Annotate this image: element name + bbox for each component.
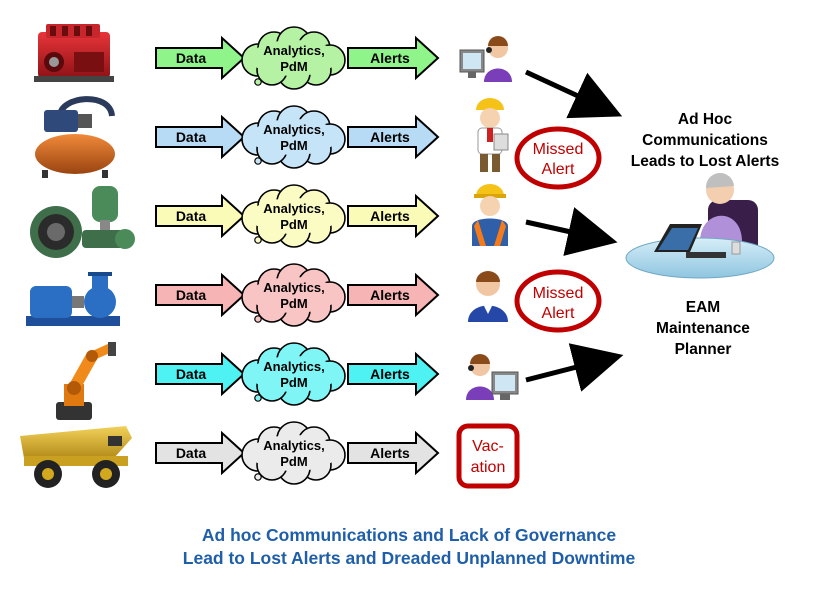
eam-caption-line1: EAM xyxy=(685,299,721,316)
cloud-label-line1: Analytics, xyxy=(263,122,324,137)
cloud-label-line2: PdM xyxy=(280,454,307,469)
eam-caption-line2: Maintenance xyxy=(656,320,750,337)
eam-caption-line3: Planner xyxy=(674,341,732,358)
alerts-arrow xyxy=(347,35,440,81)
data-arrow xyxy=(155,272,246,318)
missed-alert-line2: Alert xyxy=(542,161,575,178)
cloud-label-line1: Analytics, xyxy=(263,280,324,295)
alerts-arrow-label: Alerts xyxy=(370,50,410,66)
analytics-cloud xyxy=(241,184,346,248)
cloud-label-line2: PdM xyxy=(280,296,307,311)
alert-flow-row: Data Alerts Analytics,PdM xyxy=(155,26,440,90)
field-technician-icon xyxy=(476,98,509,172)
alert-flow-row: Data Alerts Analytics,PdM xyxy=(155,342,440,406)
alert-flow-row: Data Alerts Analytics,PdM xyxy=(155,105,440,169)
cloud-label-line2: PdM xyxy=(280,375,307,390)
mining-truck-icon xyxy=(20,426,132,488)
centrifugal-pump-icon xyxy=(26,272,120,326)
arrow-to-planner xyxy=(525,343,624,392)
vacation-line2: ation xyxy=(471,459,506,476)
call-center-agent-icon xyxy=(459,36,512,82)
analytics-cloud xyxy=(241,421,346,485)
data-arrow xyxy=(155,114,246,160)
alerts-arrow xyxy=(347,193,440,239)
analytics-cloud xyxy=(241,342,346,406)
data-arrow-label: Data xyxy=(176,445,207,461)
cloud-label-line1: Analytics, xyxy=(263,438,324,453)
data-arrow-label: Data xyxy=(176,366,207,382)
data-arrow xyxy=(155,430,246,476)
analytics-cloud xyxy=(241,105,346,169)
alerts-arrow-label: Alerts xyxy=(370,129,410,145)
ad-hoc-caption-line3: Leads to Lost Alerts xyxy=(630,153,780,170)
alerts-arrow xyxy=(347,351,440,397)
alerts-arrow-label: Alerts xyxy=(370,366,410,382)
data-arrow-label: Data xyxy=(176,287,207,303)
arrow-to-planner xyxy=(524,69,623,119)
alerts-arrow xyxy=(347,272,440,318)
data-arrow xyxy=(155,351,246,397)
call-center-agent-icon xyxy=(466,354,519,400)
footer-line2: Lead to Lost Alerts and Dreaded Unplanne… xyxy=(182,548,636,568)
vacation-badge: Vac- ation xyxy=(456,423,520,489)
missed-alert-line1: Missed xyxy=(533,141,584,158)
alert-flow-row: Data Alerts Analytics,PdM xyxy=(155,263,440,327)
data-arrow-label: Data xyxy=(176,50,207,66)
valve-icon xyxy=(30,186,135,258)
data-arrow xyxy=(155,35,246,81)
construction-worker-icon xyxy=(472,184,508,246)
analytics-cloud xyxy=(241,263,346,327)
alerts-arrow-label: Alerts xyxy=(370,287,410,303)
alerts-arrow-label: Alerts xyxy=(370,445,410,461)
alerts-arrow xyxy=(347,114,440,160)
vacation-line1: Vac- xyxy=(472,438,504,455)
missed-alert-line2: Alert xyxy=(542,305,575,322)
alert-flow-row: Data Alerts Analytics,PdM xyxy=(155,421,440,485)
cloud-label-line2: PdM xyxy=(280,59,307,74)
data-arrow-label: Data xyxy=(176,208,207,224)
robot-arm-icon xyxy=(56,342,116,420)
footer-caption: Ad hoc Communications and Lack of Govern… xyxy=(0,524,818,570)
ad-hoc-caption-line2: Communications xyxy=(642,132,768,149)
footer-line1: Ad hoc Communications and Lack of Govern… xyxy=(201,525,617,545)
eam-caption: EAM Maintenance Planner xyxy=(618,297,788,360)
maintenance-planner-desk-icon xyxy=(625,172,775,279)
cloud-label-line1: Analytics, xyxy=(263,359,324,374)
engine-icon xyxy=(34,24,114,82)
alert-flow-row: Data Alerts Analytics,PdM xyxy=(155,184,440,248)
ad-hoc-caption-line1: Ad Hoc xyxy=(677,111,733,128)
cloud-label-line2: PdM xyxy=(280,217,307,232)
data-arrow-label: Data xyxy=(176,129,207,145)
cloud-label-line1: Analytics, xyxy=(263,201,324,216)
data-arrow xyxy=(155,193,246,239)
cloud-label-line2: PdM xyxy=(280,138,307,153)
pump-tank-icon xyxy=(35,96,115,178)
alerts-arrow-label: Alerts xyxy=(370,208,410,224)
cloud-label-line1: Analytics, xyxy=(263,43,324,58)
arrow-to-planner xyxy=(525,207,618,256)
office-worker-icon xyxy=(468,271,508,322)
missed-alert-badge: Missed Alert xyxy=(514,269,602,333)
alerts-arrow xyxy=(347,430,440,476)
missed-alert-badge: Missed Alert xyxy=(514,126,602,190)
missed-alert-line1: Missed xyxy=(533,285,584,302)
ad-hoc-caption: Ad Hoc Communications Leads to Lost Aler… xyxy=(610,109,800,172)
analytics-cloud xyxy=(241,26,346,90)
